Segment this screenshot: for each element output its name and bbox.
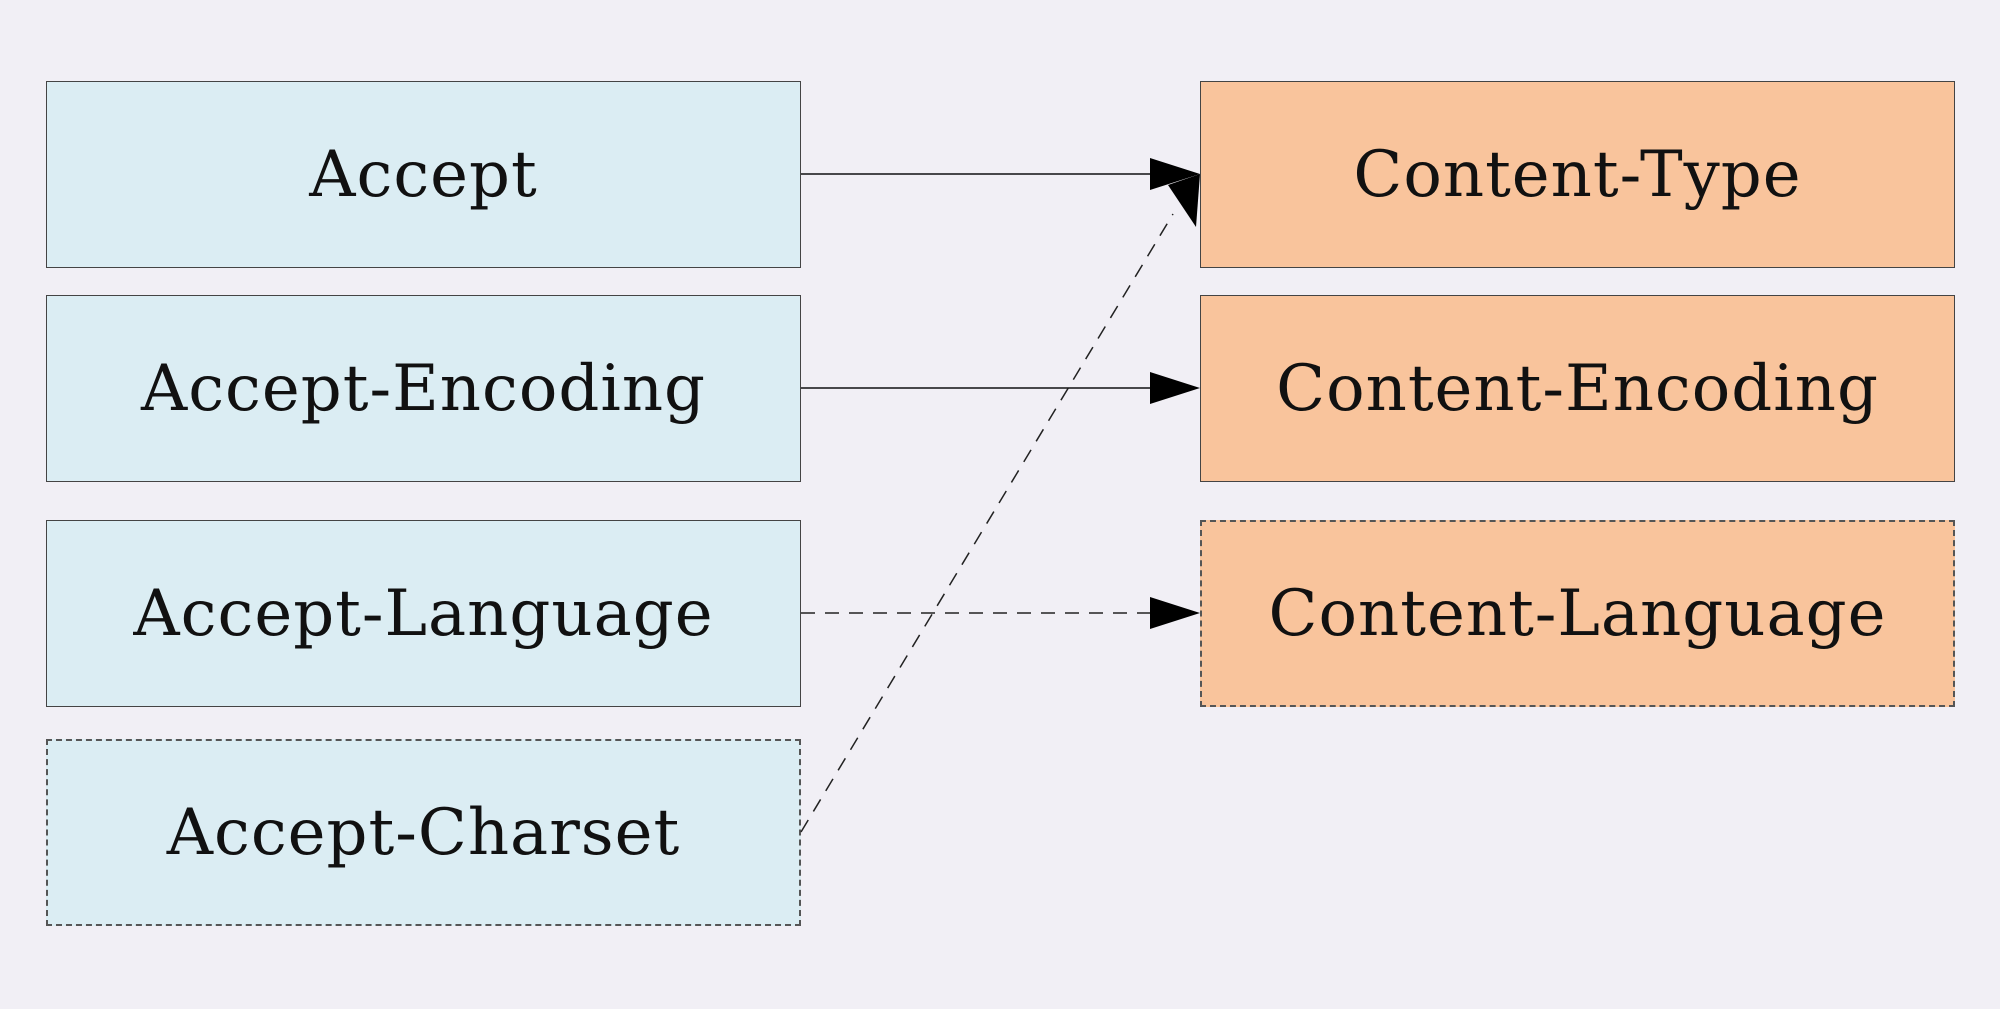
content-language-box: Content-Language [1200,520,1955,707]
arrow-accept-to-content-type [801,158,1200,190]
arrowhead-icon [1168,174,1200,227]
accept-encoding-box: Accept-Encoding [46,295,801,482]
accept-label: Accept [309,137,538,212]
content-language-label: Content-Language [1268,576,1887,651]
accept-charset-label: Accept-Charset [166,795,681,870]
content-encoding-label: Content-Encoding [1276,351,1879,426]
content-type-box: Content-Type [1200,81,1955,268]
content-type-label: Content-Type [1353,137,1802,212]
accept-language-label: Accept-Language [133,576,714,651]
accept-box: Accept [46,81,801,268]
accept-language-box: Accept-Language [46,520,801,707]
arrow-accept-language-to-content-language [801,597,1200,629]
arrowhead-icon [1150,372,1200,404]
arrowhead-icon [1150,597,1200,629]
arrow-accept-encoding-to-content-encoding [801,372,1200,404]
arrow-accept-charset-to-content-type [800,174,1200,833]
accept-charset-box: Accept-Charset [46,739,801,926]
accept-encoding-label: Accept-Encoding [140,351,707,426]
arrowhead-icon [1150,158,1200,190]
content-encoding-box: Content-Encoding [1200,295,1955,482]
